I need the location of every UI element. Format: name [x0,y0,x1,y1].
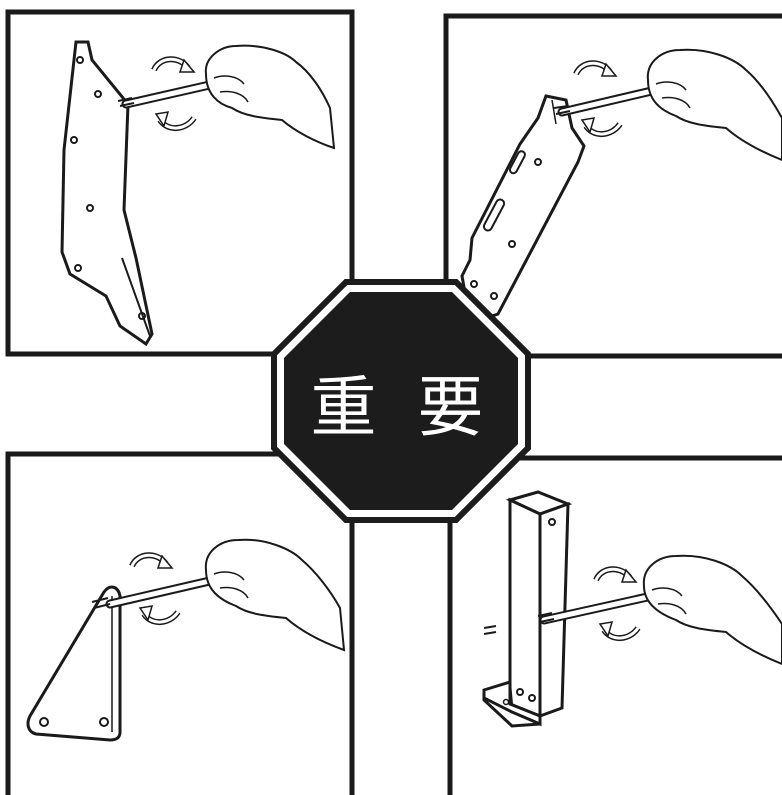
panel-bottom-left [8,454,352,795]
panel-bottom-right [450,458,782,795]
panel-top-right [446,16,782,356]
badge-text: 重 要 [272,352,532,452]
panel-top-left [8,12,352,354]
